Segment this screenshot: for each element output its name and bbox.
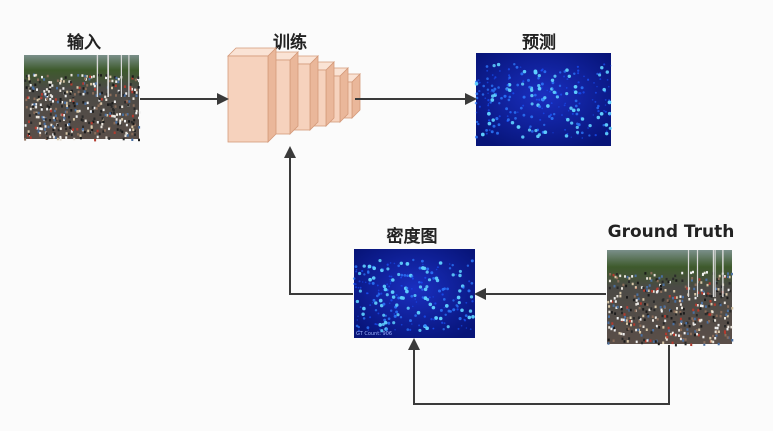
network-layers-icon bbox=[227, 47, 361, 143]
density-map-image: GT Count: 906 bbox=[352, 249, 475, 338]
prediction-density-map bbox=[474, 53, 612, 146]
density-count-caption: GT Count: 906 bbox=[356, 331, 392, 337]
input-crowd-image bbox=[24, 55, 141, 142]
density-map-label: 密度图 bbox=[386, 227, 438, 247]
arrow-density-to-train bbox=[284, 146, 353, 295]
arrow-groundtruth-to-density-loop bbox=[408, 338, 670, 405]
train-label: 训练 bbox=[273, 33, 307, 53]
ground-truth-crowd-image bbox=[607, 250, 734, 347]
ground-truth-label: Ground Truth bbox=[607, 222, 735, 242]
input-label: 输入 bbox=[67, 33, 101, 53]
predict-label: 预测 bbox=[522, 33, 556, 53]
